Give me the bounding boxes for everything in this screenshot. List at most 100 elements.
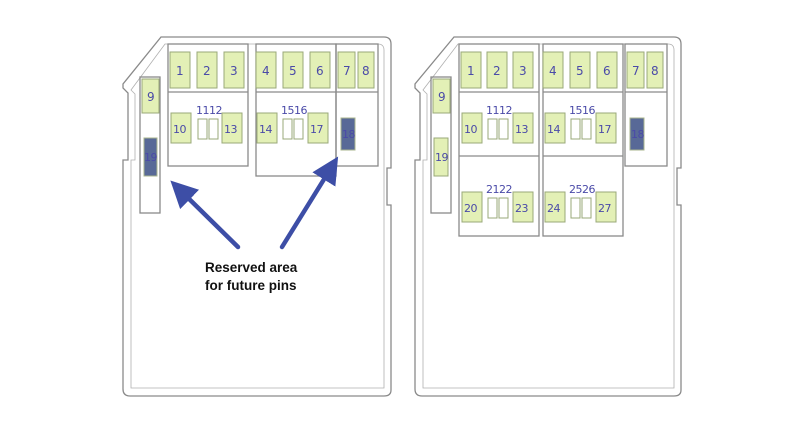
right-pins xyxy=(432,51,664,223)
pin-3 xyxy=(223,51,245,89)
right-card-inner-outline xyxy=(422,43,675,389)
arrow-left xyxy=(170,180,241,250)
label-pin-14: 14 xyxy=(547,123,560,136)
label-pin-19: 19 xyxy=(144,151,157,164)
pin-10 xyxy=(170,112,192,144)
label-pin-3: 3 xyxy=(230,64,238,78)
pin-6 xyxy=(596,51,618,89)
pin-19-reserved xyxy=(143,137,158,177)
label-pin-21-22: 2122 xyxy=(486,183,512,196)
pin-17 xyxy=(595,112,617,144)
pin-18-reserved xyxy=(340,117,356,151)
pin-14 xyxy=(256,112,278,144)
pin-18-reserved xyxy=(629,117,645,151)
label-pin-14: 14 xyxy=(259,123,272,136)
left-connector-frame-a xyxy=(167,43,249,167)
left-write-protect-slot xyxy=(139,76,161,214)
label-pin-10: 10 xyxy=(464,123,477,136)
left-card-outline xyxy=(122,36,392,397)
pin-13 xyxy=(221,112,243,144)
label-pin-1: 1 xyxy=(176,64,184,78)
label-pin-11-12: 1112 xyxy=(486,104,512,117)
pin-19 xyxy=(433,137,449,177)
callout-line-1: Reserved area xyxy=(205,260,298,275)
pin-17 xyxy=(307,112,329,144)
label-pin-17: 17 xyxy=(598,123,611,136)
arrow-right xyxy=(279,156,339,250)
label-pin-7: 7 xyxy=(632,64,640,78)
pin-5 xyxy=(569,51,591,89)
pin-15 xyxy=(570,118,581,140)
label-pin-13: 13 xyxy=(224,123,237,136)
pin-21 xyxy=(487,197,498,219)
pin-4 xyxy=(542,51,564,89)
label-pin-6: 6 xyxy=(603,64,611,78)
label-pin-18: 18 xyxy=(631,128,644,141)
pin-22 xyxy=(498,197,509,219)
label-pin-3: 3 xyxy=(519,64,527,78)
label-pin-20: 20 xyxy=(464,202,477,215)
right-card-outline xyxy=(414,36,682,397)
pin-2 xyxy=(486,51,508,89)
pin-15 xyxy=(282,118,293,140)
pin-5 xyxy=(282,51,304,89)
pin-26 xyxy=(581,197,592,219)
pin-1 xyxy=(460,51,482,89)
pin-10 xyxy=(461,112,483,144)
label-pin-2: 2 xyxy=(493,64,501,78)
right-pin-labels: 1 2 3 4 5 6 7 8 9 10 1112 13 14 1516 17 … xyxy=(435,64,659,215)
left-card-inner-outline xyxy=(130,43,385,389)
label-pin-9: 9 xyxy=(438,90,446,104)
pin-3 xyxy=(512,51,534,89)
label-pin-23: 23 xyxy=(515,202,528,215)
callout-arrows xyxy=(170,156,339,250)
label-pin-10: 10 xyxy=(173,123,186,136)
label-pin-27: 27 xyxy=(598,202,611,215)
pin-8 xyxy=(357,51,375,89)
pin-11 xyxy=(487,118,498,140)
pin-9 xyxy=(432,78,451,114)
label-pin-8: 8 xyxy=(362,64,370,78)
label-pin-2: 2 xyxy=(203,64,211,78)
label-pin-5: 5 xyxy=(289,64,297,78)
label-pin-4: 4 xyxy=(262,64,270,78)
pin-16 xyxy=(581,118,592,140)
pin-6 xyxy=(309,51,331,89)
pin-2 xyxy=(196,51,218,89)
left-connector-frame-c xyxy=(335,43,379,167)
label-pin-15-16: 1516 xyxy=(281,104,307,117)
label-pin-5: 5 xyxy=(576,64,584,78)
pin-16 xyxy=(293,118,304,140)
pin-4 xyxy=(255,51,277,89)
pin-14 xyxy=(544,112,566,144)
right-connector-frame-c xyxy=(624,43,668,167)
pin-12 xyxy=(208,118,219,140)
callout-line-2: for future pins xyxy=(205,278,297,293)
left-pin-labels: 1 2 3 4 5 6 7 8 9 10 1112 13 14 1516 17 … xyxy=(144,64,370,164)
pin-20 xyxy=(461,191,483,223)
left-pins xyxy=(141,51,375,177)
left-sd-card xyxy=(122,36,392,397)
right-sd-card xyxy=(414,36,682,397)
label-pin-11-12: 1112 xyxy=(196,104,222,117)
pin-23 xyxy=(512,191,534,223)
label-pin-7: 7 xyxy=(343,64,351,78)
pin-27 xyxy=(595,191,617,223)
label-pin-4: 4 xyxy=(549,64,557,78)
pin-8 xyxy=(646,51,664,89)
pin-11 xyxy=(197,118,208,140)
label-pin-8: 8 xyxy=(651,64,659,78)
pin-12 xyxy=(498,118,509,140)
label-pin-25-26: 2526 xyxy=(569,183,595,196)
right-connector-frame-a xyxy=(458,43,540,237)
pin-25 xyxy=(570,197,581,219)
label-pin-13: 13 xyxy=(515,123,528,136)
right-write-protect-slot xyxy=(430,76,452,214)
pin-13 xyxy=(512,112,534,144)
label-pin-1: 1 xyxy=(467,64,475,78)
pin-24 xyxy=(544,191,566,223)
label-pin-9: 9 xyxy=(147,90,155,104)
pin-7 xyxy=(337,51,356,89)
label-pin-15-16: 1516 xyxy=(569,104,595,117)
